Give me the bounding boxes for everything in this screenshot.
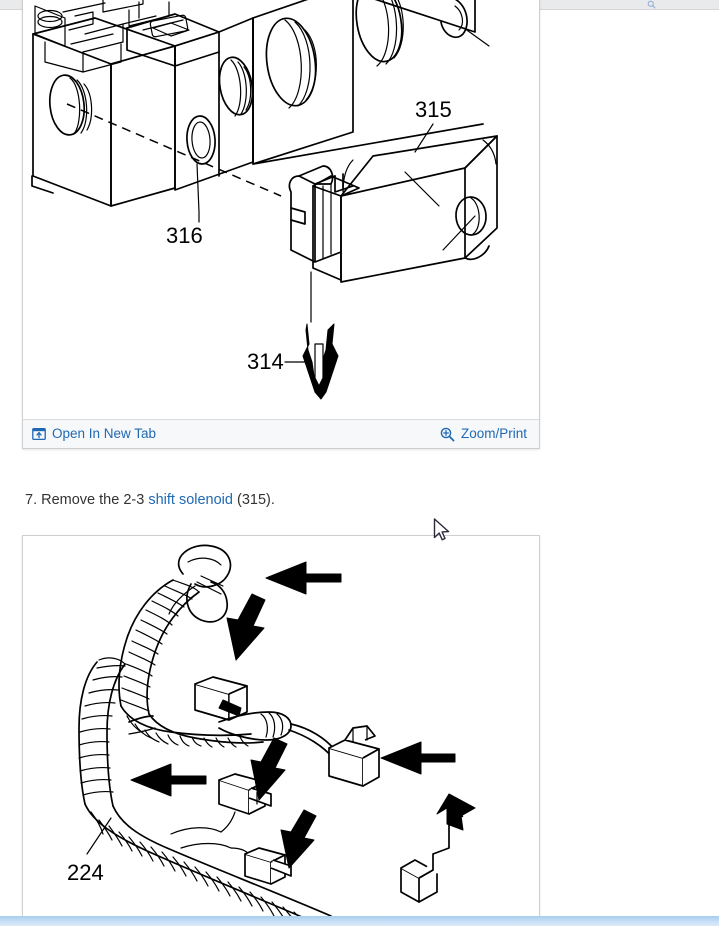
shift-solenoid-link[interactable]: shift solenoid — [148, 491, 233, 508]
figure-card-wiring-harness: 224 — [22, 535, 540, 921]
figure-toolbar: Open In New Tab Zoom/Print — [23, 419, 539, 448]
figure-image-viewport[interactable]: 315 316 314 — [23, 0, 539, 411]
open-in-new-tab-icon — [32, 427, 46, 441]
step-text-after: (315). — [237, 491, 275, 508]
figure-card-valve-body: 315 316 314 — [22, 0, 540, 449]
figure-image-viewport-2[interactable]: 224 — [23, 536, 539, 921]
zoom-print-label: Zoom/Print — [460, 426, 527, 442]
callout-316: 316 — [166, 223, 203, 248]
step-text-before: Remove the 2-3 — [41, 491, 145, 508]
magnifier-plus-icon — [440, 427, 455, 441]
open-in-new-tab-button[interactable]: Open In New Tab — [32, 427, 156, 441]
valve-body-solenoid-illustration: 315 316 314 — [23, 0, 539, 411]
step-paragraph: 7. Remove the 2-3 shift solenoid (315). — [25, 491, 275, 511]
callout-315: 315 — [415, 97, 452, 122]
bottom-status-strip — [0, 916, 719, 926]
step-number: 7. — [25, 491, 38, 508]
open-in-new-tab-label: Open In New Tab — [52, 426, 157, 442]
wiring-harness-illustration: 224 — [23, 536, 539, 921]
zoom-print-button[interactable]: Zoom/Print — [440, 427, 527, 442]
callout-224: 224 — [67, 860, 104, 885]
callout-314: 314 — [247, 349, 284, 374]
search-icon[interactable] — [646, 0, 657, 9]
